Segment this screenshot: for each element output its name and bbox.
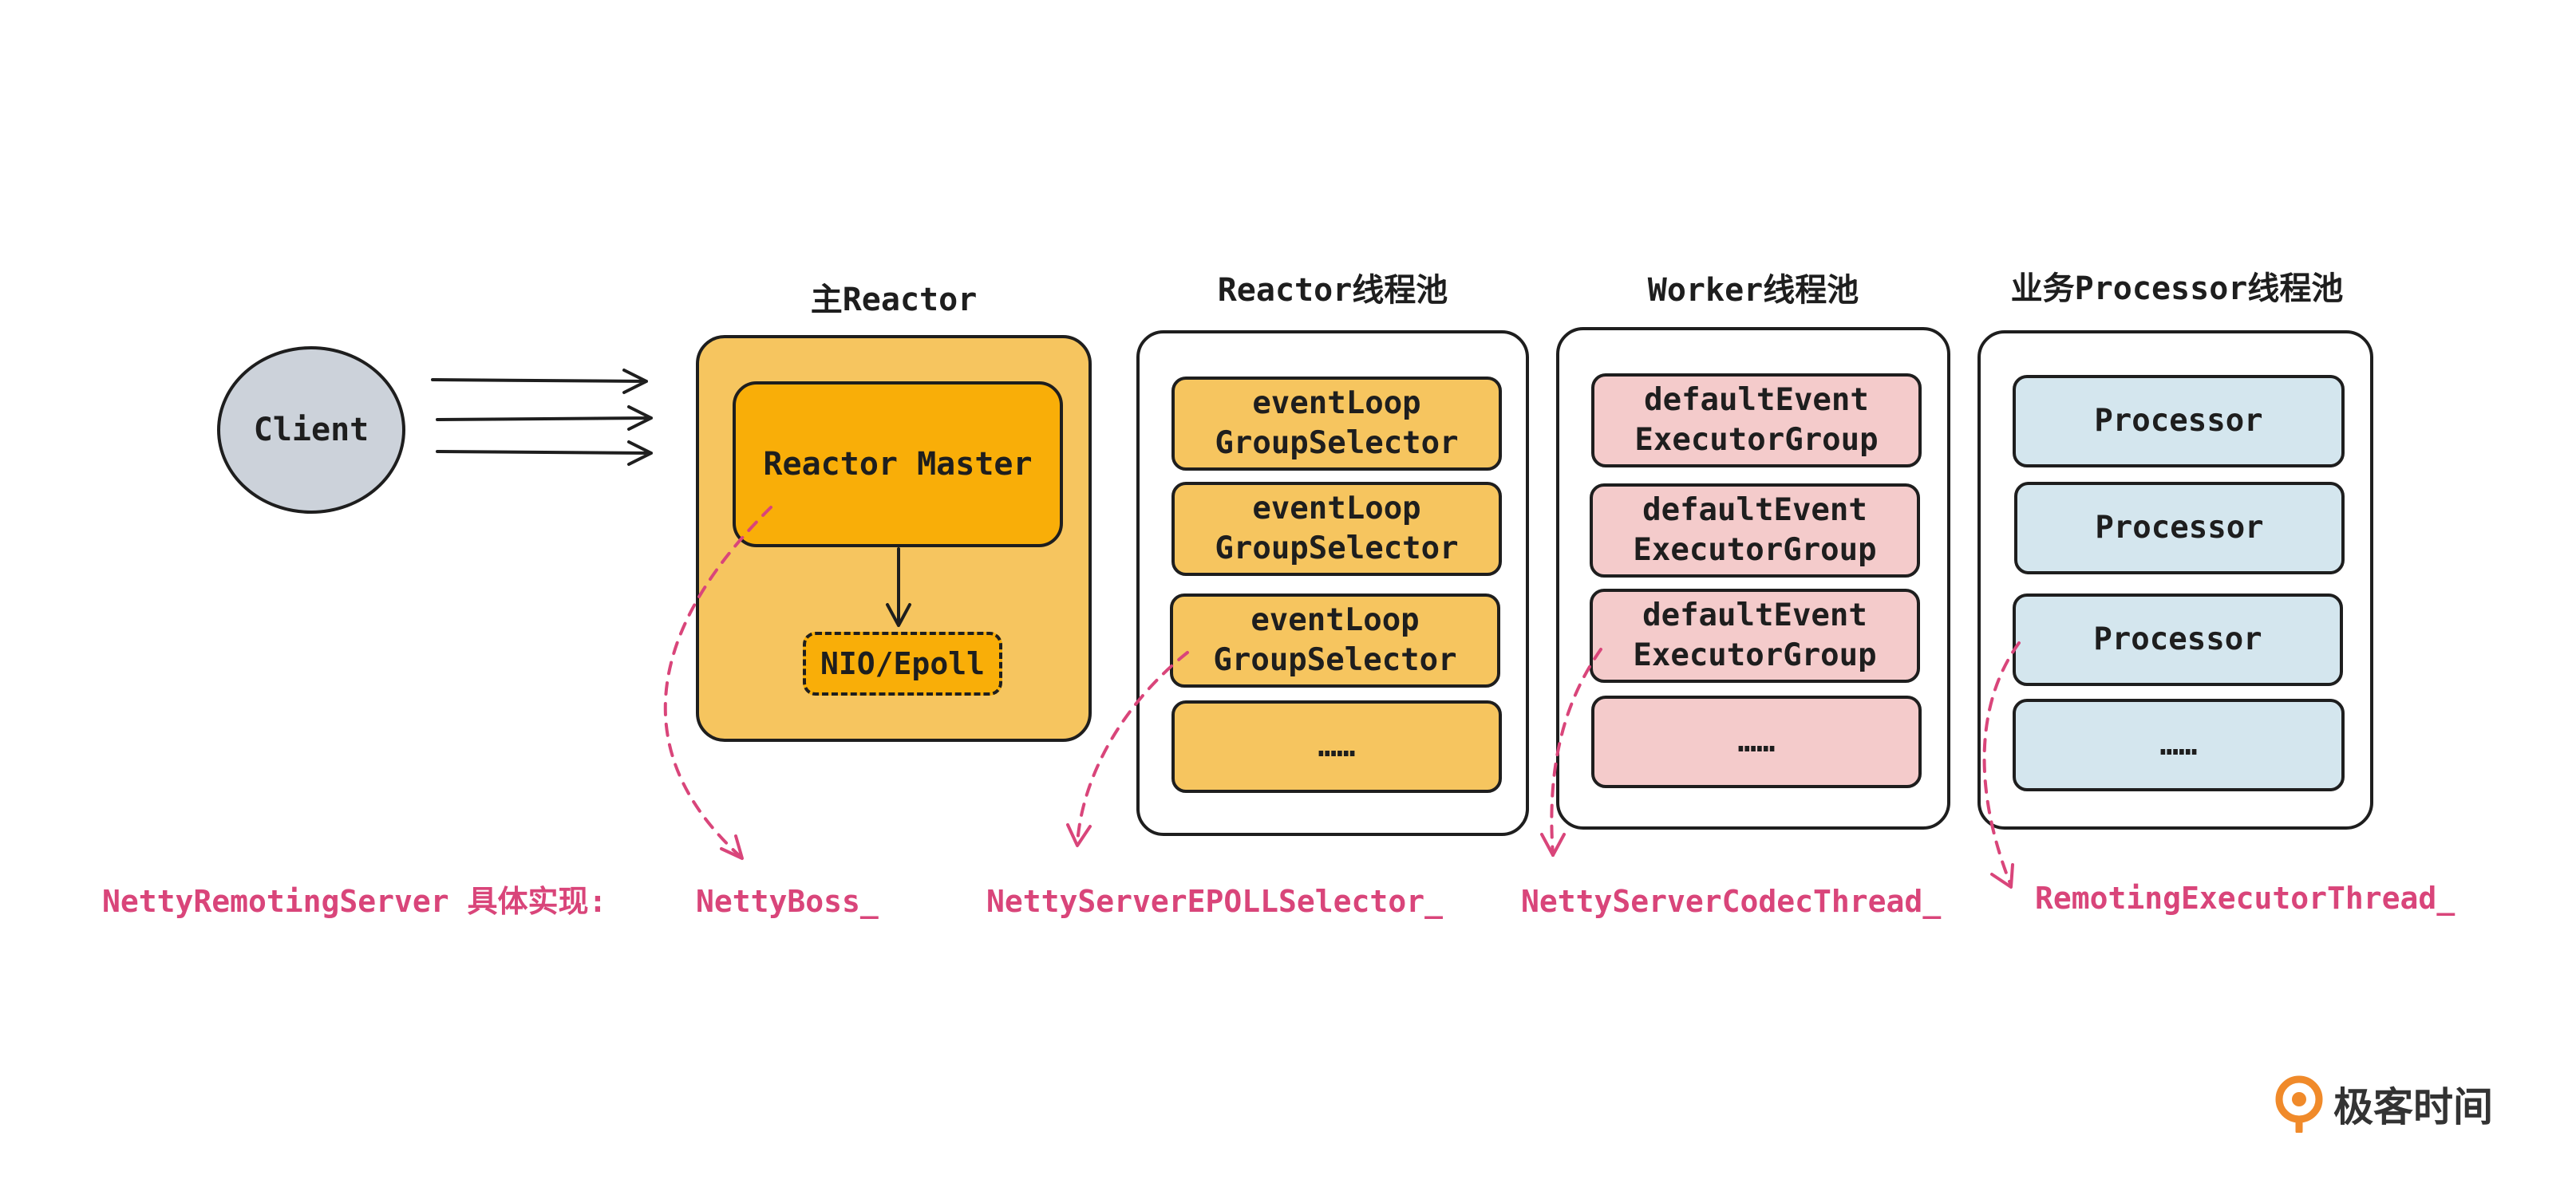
executor-3-line-1: defaultEvent [1642, 597, 1867, 633]
worker-pool-title: Worker线程池 [1647, 272, 1859, 309]
implementation-prefix: NettyRemotingServer 具体实现: [102, 884, 607, 919]
selector-1-line-2: GroupSelector [1215, 425, 1459, 461]
processor-1: Processor [2013, 375, 2345, 467]
nio-epoll-label: NIO/Epoll [820, 646, 985, 681]
epoll-selector-label: NettyServerEPOLLSelector_ [986, 884, 1443, 919]
selector-arrowhead [1066, 823, 1092, 847]
executor-1-line-2: ExecutorGroup [1634, 422, 1879, 458]
reactor-pool-panel [1136, 330, 1529, 836]
selector-more-label: …… [1318, 728, 1356, 764]
processor-1-label: Processor [2094, 403, 2263, 439]
reactor-pool-title: Reactor线程池 [1217, 272, 1448, 309]
reactor-master-label: Reactor Master [763, 446, 1033, 483]
default-event-executor-group-3: defaultEvent ExecutorGroup [1590, 589, 1920, 683]
default-event-executor-group-1: defaultEvent ExecutorGroup [1591, 373, 1922, 467]
processor-pool-panel [1977, 330, 2373, 830]
geektime-logo: 极客时间 [2273, 1075, 2493, 1133]
selector-2-line-2: GroupSelector [1215, 530, 1459, 566]
executor-thread-label: RemotingExecutorThread_ [2035, 881, 2455, 916]
processor-more-label: …… [2159, 727, 2198, 763]
boss-arrowhead [720, 834, 744, 860]
codec-mapping-arrow [1550, 648, 1602, 857]
client-label: Client [253, 412, 369, 448]
geektime-logo-text: 极客时间 [2333, 1084, 2493, 1130]
reactor-master-box: Reactor Master [733, 381, 1063, 547]
processor-2: Processor [2014, 482, 2345, 574]
processor-3-label: Processor [2093, 621, 2262, 657]
executor-1-line-1: defaultEvent [1644, 382, 1869, 418]
processor-3: Processor [2013, 594, 2343, 686]
selector-3-line-1: eventLoop [1250, 602, 1420, 638]
executor-2-line-2: ExecutorGroup [1633, 532, 1877, 568]
codec-thread-label: NettyServerCodecThread_ [1521, 884, 1942, 919]
processor-2-label: Processor [2095, 510, 2264, 546]
selector-1-line-1: eventLoop [1252, 385, 1421, 421]
event-loop-group-selector-3: eventLoop GroupSelector [1170, 594, 1500, 688]
executor-arrowhead [1990, 863, 2014, 889]
request-arrow-2 [436, 405, 653, 431]
event-loop-group-selector-1: eventLoop GroupSelector [1171, 377, 1502, 471]
processor-more: …… [2013, 699, 2345, 791]
executor-3-line-2: ExecutorGroup [1633, 637, 1877, 673]
executor-more-label: …… [1737, 724, 1776, 759]
request-arrow-1 [431, 369, 648, 394]
executor-2-line-1: defaultEvent [1642, 492, 1867, 528]
request-arrow-3 [436, 440, 653, 466]
event-loop-group-selector-more: …… [1171, 700, 1502, 793]
netty-boss-label: NettyBoss_ [696, 884, 879, 919]
main-reactor-title: 主Reactor [810, 282, 978, 318]
worker-pool-panel [1556, 327, 1950, 830]
client-node: Client [217, 346, 405, 514]
selector-3-line-2: GroupSelector [1213, 642, 1457, 678]
processor-pool-title: 业务Processor线程池 [2010, 270, 2344, 307]
event-loop-group-selector-2: eventLoop GroupSelector [1171, 482, 1502, 576]
geektime-logo-icon [2275, 1075, 2323, 1133]
default-event-executor-group-more: …… [1591, 696, 1922, 788]
codec-arrowhead [1540, 833, 1566, 857]
selector-mapping-arrow [1076, 651, 1189, 846]
nio-epoll-box: NIO/Epoll [803, 632, 1002, 696]
selector-2-line-1: eventLoop [1252, 491, 1421, 526]
boss-mapping-arrow [663, 506, 772, 858]
executor-mapping-arrow [1982, 641, 2021, 887]
default-event-executor-group-2: defaultEvent ExecutorGroup [1590, 483, 1920, 578]
